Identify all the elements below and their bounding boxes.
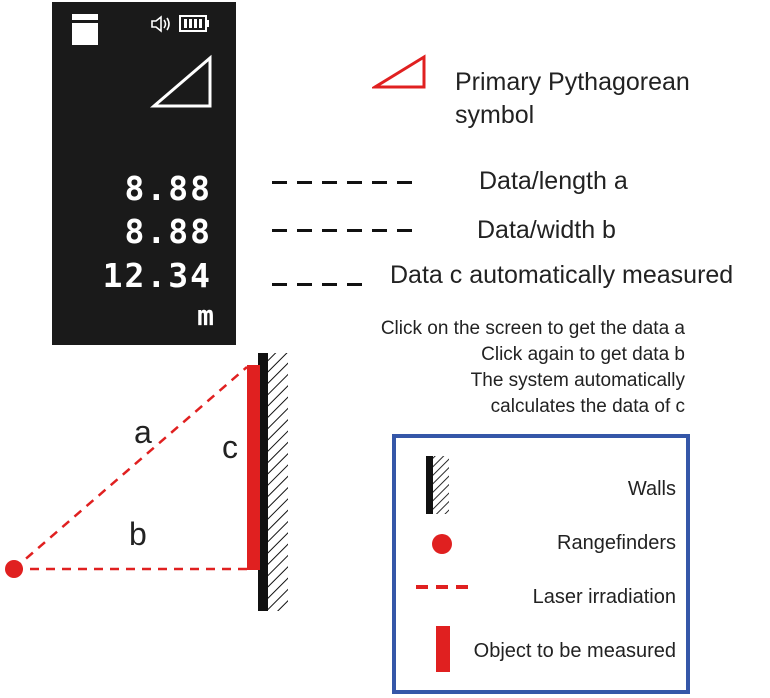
wall — [258, 353, 268, 611]
rangefinder-legend-icon — [432, 534, 452, 554]
connector-b — [272, 229, 422, 232]
reading-b: 8.88 — [124, 212, 212, 251]
rangefinder-dot — [5, 560, 23, 578]
legend-walls-label: Walls — [627, 478, 676, 500]
length-a-label: Data/length a — [479, 167, 628, 195]
unit-label: m — [197, 299, 214, 332]
measurement-diagram — [5, 353, 288, 611]
wall-legend-icon — [426, 456, 449, 514]
width-b-label: Data/width b — [477, 216, 616, 244]
diagram-label-b: b — [129, 516, 147, 552]
legend-object-label: Object to be measured — [473, 640, 676, 662]
instruction-line: Click on the screen to get the data a — [380, 318, 685, 339]
connector-c — [272, 283, 372, 286]
connector-a — [272, 181, 422, 184]
laser-legend-icon — [416, 585, 472, 589]
instruction-line: The system automatically — [470, 370, 685, 391]
pythagorean-symbol-icon — [372, 54, 426, 89]
c-measured-label: Data c automatically measured — [390, 261, 734, 289]
instructions: Click on the screen to get the data a Cl… — [381, 316, 685, 420]
symbol-label: Primary Pythagorean symbol — [455, 68, 690, 129]
legend-laser-label: Laser irradiation — [532, 586, 676, 608]
instruction-line: calculates the data of c — [490, 396, 685, 417]
memory-icon — [72, 14, 98, 45]
reading-c: 12.34 — [102, 256, 212, 295]
reading-a: 8.88 — [124, 169, 212, 208]
measured-object — [247, 365, 260, 570]
object-legend-icon — [436, 626, 450, 672]
diagram-label-c: c — [222, 429, 238, 465]
diagram-label-a: a — [134, 414, 152, 450]
battery-icon — [179, 15, 209, 32]
speaker-icon — [151, 15, 170, 33]
laser-line-a — [13, 366, 248, 570]
instruction-line: Click again to get data b — [481, 344, 685, 365]
legend-box: Walls Rangefinders Laser irradiation Obj… — [392, 434, 690, 694]
wall-hatch — [268, 353, 288, 611]
device-screen[interactable]: 8.88 8.88 12.34 m — [52, 2, 236, 345]
triangle-mode-icon — [150, 54, 212, 108]
legend-rangefinders-label: Rangefinders — [557, 532, 676, 554]
